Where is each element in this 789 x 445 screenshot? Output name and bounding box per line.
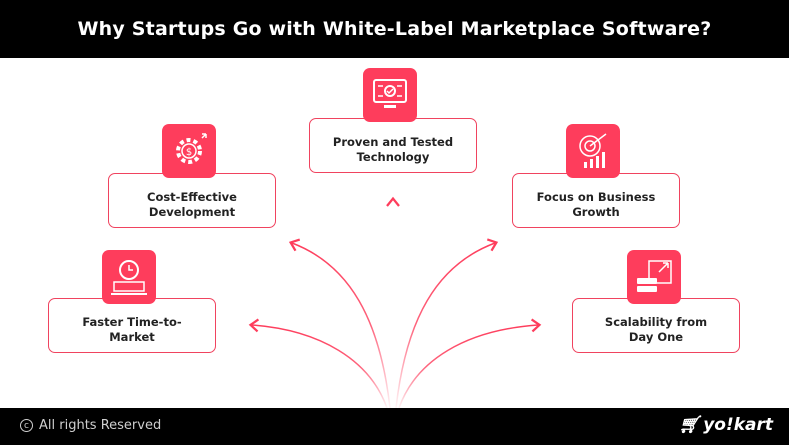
copyright-icon: c xyxy=(20,419,33,432)
card-scalability: Scalability from Day One xyxy=(572,298,740,353)
page-title: Why Startups Go with White-Label Marketp… xyxy=(0,0,789,58)
clock-laptop-icon xyxy=(102,250,156,304)
svg-text:$: $ xyxy=(186,147,192,158)
card-faster-time-to-market: Faster Time-to-Market xyxy=(48,298,216,353)
card-proven-technology: Proven and Tested Technology xyxy=(309,118,477,173)
monitor-network-icon xyxy=(363,68,417,122)
arrow-upper-right xyxy=(395,238,499,409)
arrow-right xyxy=(398,318,542,409)
arrow-upper-left xyxy=(288,238,391,409)
arrow-left xyxy=(248,318,388,409)
card-cost-effective: Cost-Effective Development xyxy=(108,173,276,228)
gear-dollar-icon: $ xyxy=(162,124,216,178)
target-growth-chart-icon xyxy=(566,124,620,178)
cart-icon: 🛒︎ xyxy=(678,415,701,435)
card-business-growth: Focus on Business Growth xyxy=(512,173,680,228)
server-scale-icon xyxy=(627,250,681,304)
brand-logo: 🛒︎yo!kart xyxy=(678,415,773,435)
